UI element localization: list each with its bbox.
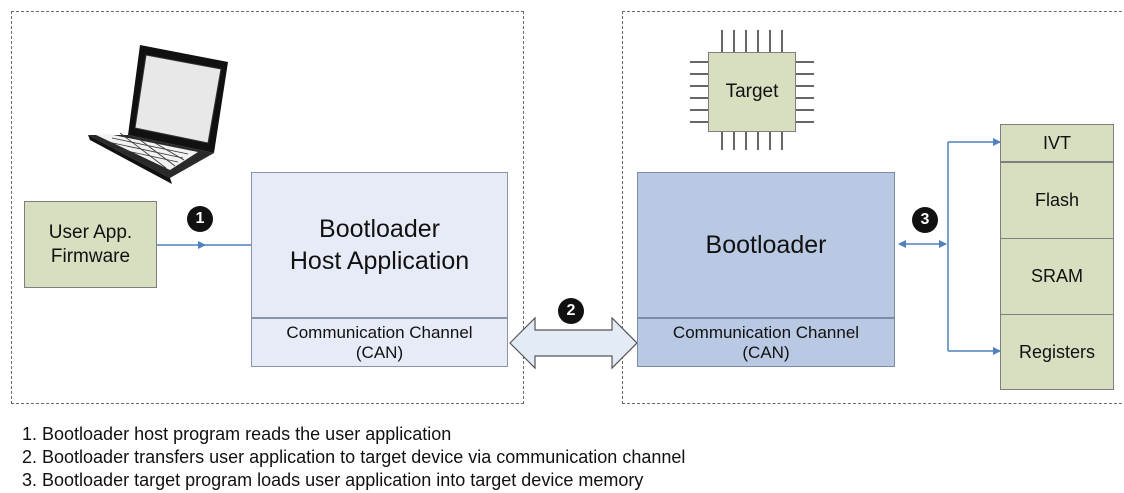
target-communication-channel-box: Communication Channel (CAN) — [637, 318, 895, 367]
laptop-icon — [88, 45, 228, 184]
note-1: 1. Bootloader host program reads the use… — [22, 424, 452, 444]
bootloader-host-application-box: Bootloader Host Application — [251, 172, 508, 318]
note-2: 2. Bootloader transfers user application… — [22, 447, 686, 467]
memory-sram: SRAM — [1000, 238, 1114, 315]
step-1-badge: 1 — [187, 206, 213, 232]
target-region — [622, 11, 1124, 404]
memory-registers: Registers — [1000, 314, 1114, 390]
host-region — [11, 11, 524, 404]
note-3: 3. Bootloader target program loads user … — [22, 470, 644, 490]
user-app-firmware-box: User App. Firmware — [24, 201, 157, 288]
bootloader-box: Bootloader — [637, 172, 895, 318]
memory-ivt: IVT — [1000, 124, 1114, 162]
memory-flash: Flash — [1000, 162, 1114, 239]
target-chip: Target — [708, 52, 796, 132]
step-3-badge: 3 — [912, 207, 938, 233]
comm-channel-arrow — [509, 316, 638, 370]
step-2-badge: 2 — [558, 298, 584, 324]
host-communication-channel-box: Communication Channel (CAN) — [251, 318, 508, 367]
chip-pins — [690, 30, 814, 150]
